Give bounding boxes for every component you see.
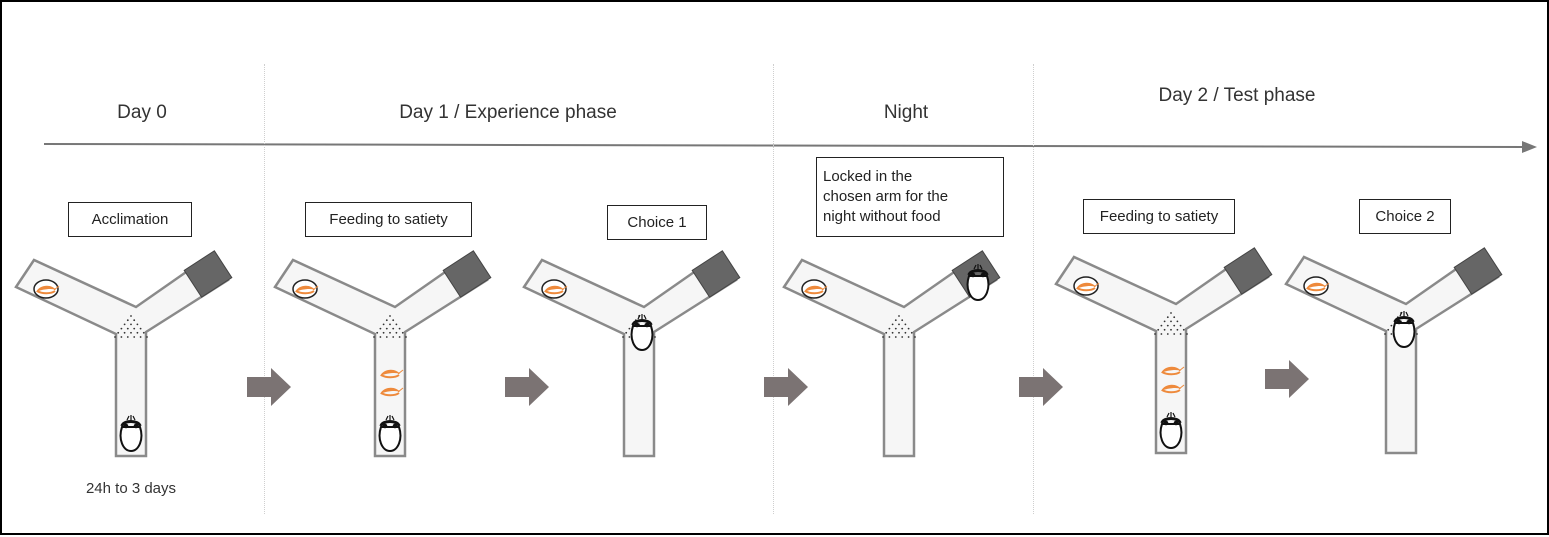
shrimp-icon bbox=[1076, 282, 1100, 292]
shrimp-icon bbox=[36, 285, 60, 295]
step-label-choice1: Choice 1 bbox=[607, 205, 707, 240]
y-maze bbox=[14, 250, 233, 458]
step-arrow bbox=[505, 368, 549, 406]
y-maze bbox=[1054, 247, 1273, 455]
dark-compartment bbox=[183, 250, 233, 298]
phase-divider bbox=[773, 64, 774, 514]
dark-compartment bbox=[1223, 247, 1273, 295]
shrimp-icon bbox=[1306, 282, 1330, 292]
phase-title-day2: Day 2 / Test phase bbox=[1158, 85, 1316, 106]
phase-divider bbox=[1033, 64, 1034, 514]
shrimp-icon bbox=[295, 285, 319, 295]
y-maze bbox=[522, 250, 741, 458]
shrimp-icon bbox=[804, 285, 828, 295]
phase-title-night: Night bbox=[883, 102, 929, 123]
dark-compartment bbox=[1453, 247, 1503, 295]
cuttlefish-icon bbox=[630, 314, 654, 352]
shrimp-icon bbox=[380, 387, 404, 397]
step-label-night: Locked in the chosen arm for the night w… bbox=[816, 157, 1004, 237]
shrimp-icon bbox=[1161, 366, 1185, 376]
shrimp-icon bbox=[380, 369, 404, 379]
dark-compartment bbox=[442, 250, 492, 298]
dark-compartment bbox=[691, 250, 741, 298]
y-maze bbox=[273, 250, 492, 458]
y-maze bbox=[782, 250, 1001, 458]
y-maze bbox=[1284, 247, 1503, 455]
step-label-acclimation: Acclimation bbox=[68, 202, 192, 237]
cuttlefish-icon bbox=[119, 415, 143, 453]
cuttlefish-icon bbox=[1159, 412, 1183, 450]
acclimation-duration: 24h to 3 days bbox=[85, 480, 177, 497]
step-arrow bbox=[1019, 368, 1063, 406]
step-label-feeding: Feeding to satiety bbox=[305, 202, 472, 237]
cuttlefish-icon bbox=[966, 264, 990, 302]
step-arrow bbox=[247, 368, 291, 406]
cuttlefish-icon bbox=[378, 415, 402, 453]
phase-divider bbox=[264, 64, 265, 514]
step-label-feeding-2: Feeding to satiety bbox=[1083, 199, 1235, 234]
shrimp-icon bbox=[544, 285, 568, 295]
shrimp-icon bbox=[1161, 384, 1185, 394]
phase-title-day0: Day 0 bbox=[117, 102, 167, 123]
phase-title-day1: Day 1 / Experience phase bbox=[399, 102, 617, 123]
step-arrow bbox=[1265, 360, 1309, 398]
step-arrow bbox=[764, 368, 808, 406]
cuttlefish-icon bbox=[1392, 311, 1416, 349]
step-label-choice2: Choice 2 bbox=[1359, 199, 1451, 234]
